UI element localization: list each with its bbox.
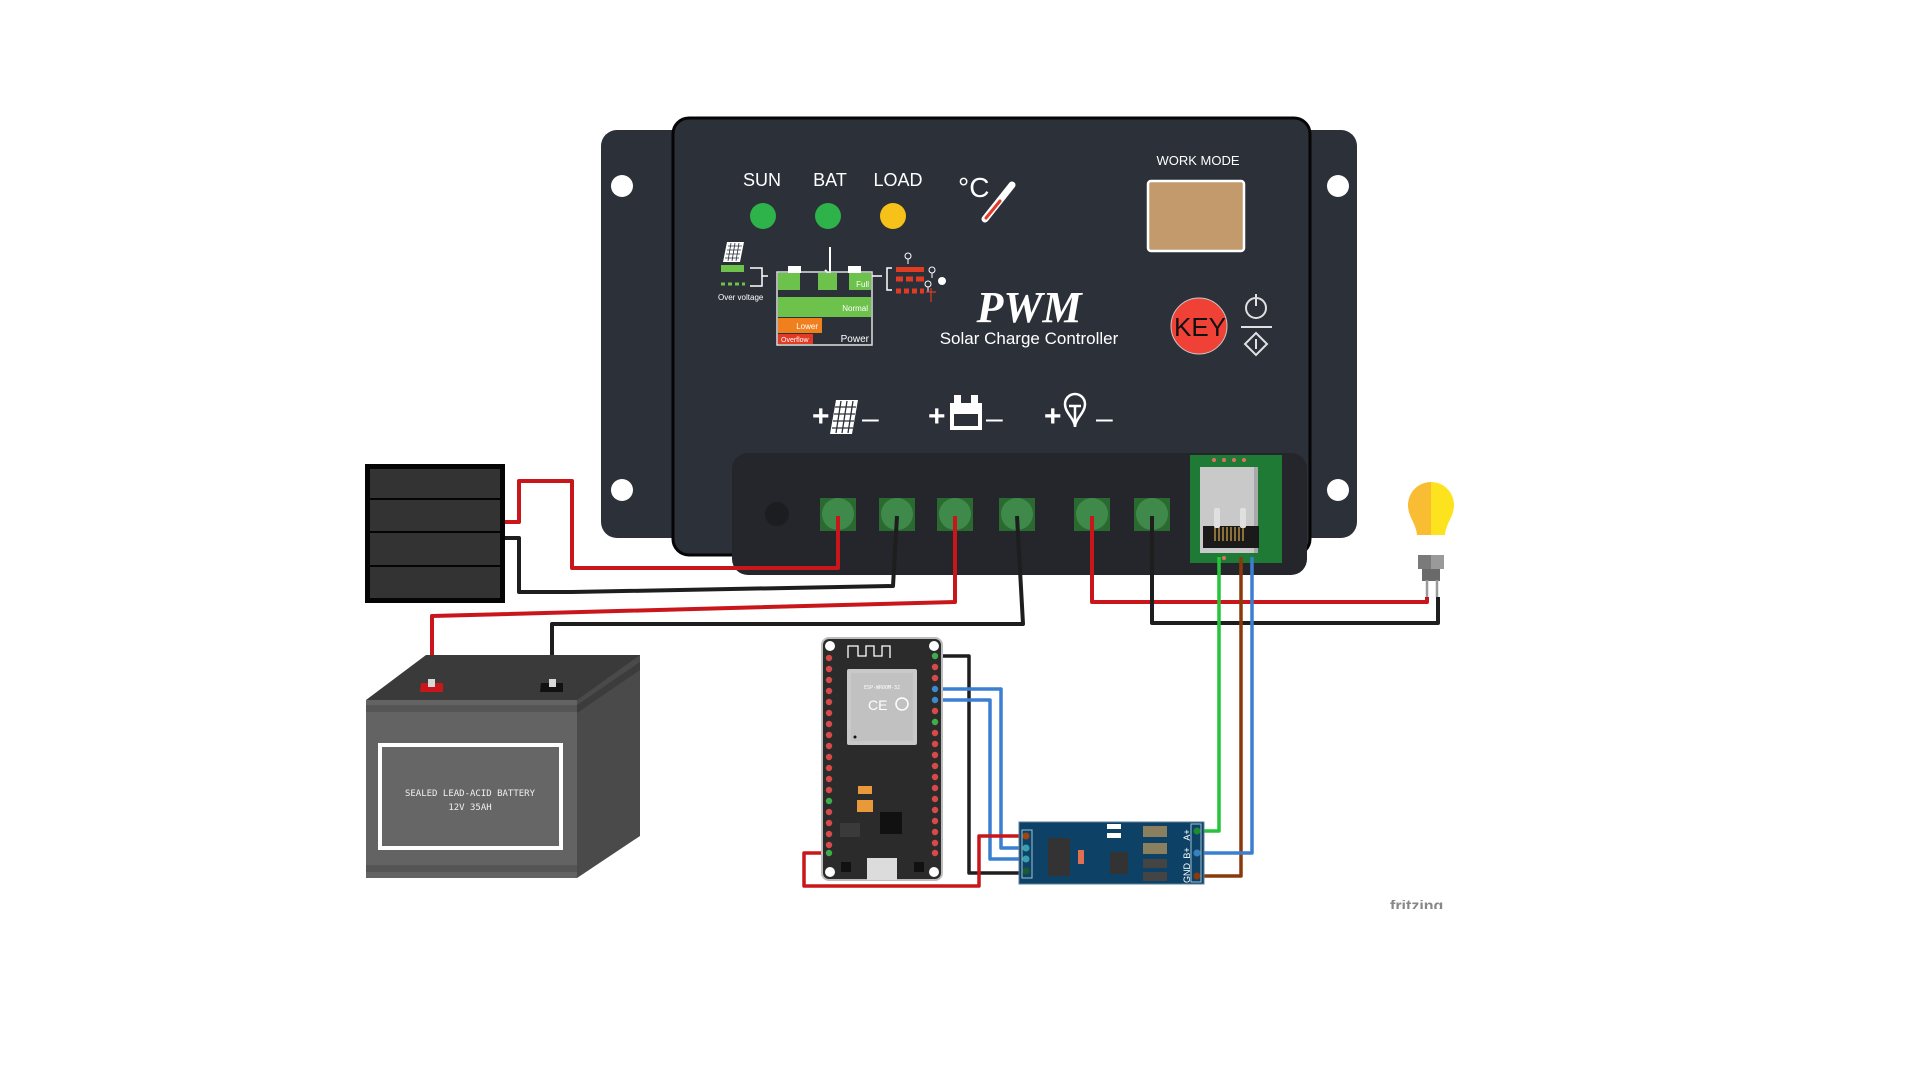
rs485-label-a: A+: [1182, 829, 1192, 840]
boot-button[interactable]: [914, 862, 924, 872]
battery-label-line2: 12V 35AH: [448, 803, 491, 813]
controller-subtitle: Solar Charge Controller: [940, 329, 1119, 348]
temperature-unit: °C: [958, 172, 989, 203]
wires: [430, 479, 1440, 888]
work-mode-display: [1146, 179, 1246, 253]
level-full: Full: [856, 280, 869, 289]
battery-terminal-symbol: + –: [928, 395, 1003, 435]
mount-hole-bottom-left: [611, 479, 633, 501]
indicator-label-sun: SUN: [743, 170, 781, 190]
rs485-right-pins: [1193, 827, 1201, 880]
svg-text:+: +: [928, 400, 946, 433]
load-led: [880, 203, 906, 229]
battery-level-diagram: Over voltage Full Normal Lower Overflow …: [718, 242, 946, 346]
wire-load-negative: [1150, 516, 1440, 625]
solar-mini-icon: [723, 242, 744, 262]
level-overflow: Overflow: [781, 337, 810, 344]
controller-title: PWM: [975, 283, 1083, 332]
bulb-mini-icons: [904, 252, 936, 292]
battery-positive-terminal: [420, 683, 443, 692]
load-terminal-symbol: + –: [1044, 392, 1113, 435]
wire-load-positive: [1090, 516, 1429, 604]
rj45-port[interactable]: [1190, 455, 1282, 563]
rs485-module: A+ B+ GND: [1018, 821, 1205, 885]
work-mode-label: WORK MODE: [1156, 153, 1239, 168]
over-voltage-label: Over voltage: [718, 293, 764, 302]
battery-label-line1: SEALED LEAD-ACID BATTERY: [405, 789, 536, 799]
indicator-label-load: LOAD: [873, 170, 922, 190]
charge-controller: SUN BAT LOAD °C Over voltage: [601, 116, 1357, 575]
esp32-left-pins: [825, 654, 833, 857]
svg-text:–: –: [1096, 402, 1113, 435]
wire-esp-gnd: [935, 654, 1022, 875]
bulb-icon: [1063, 392, 1087, 428]
rs485-left-pins: [1022, 832, 1030, 875]
wire-esp-rx: [935, 698, 1022, 861]
battery-negative-terminal: [540, 683, 563, 692]
screw-terminals: [820, 498, 1170, 531]
mount-hole-top-left: [611, 175, 633, 197]
esp32-right-pins: [931, 652, 939, 857]
mount-hole-bottom-right: [1327, 479, 1349, 501]
mount-hole-top-right: [1327, 175, 1349, 197]
terminal-block-screw-hole: [765, 502, 789, 526]
power-toggle-icon: [1241, 294, 1272, 357]
lead-acid-battery: SEALED LEAD-ACID BATTERY 12V 35AH: [366, 655, 640, 878]
rs485-label-gnd: GND: [1182, 863, 1192, 884]
rs485-label-b: B+: [1182, 847, 1192, 858]
solar-terminal-symbol: + –: [812, 400, 879, 435]
wire-solar-negative: [505, 515, 899, 594]
wire-battery-positive: [430, 516, 957, 690]
indicator-label-bat: BAT: [813, 170, 847, 190]
wire-rs485-gnd: [1197, 557, 1243, 878]
sun-led: [750, 203, 776, 229]
thermometer-icon: [981, 181, 1016, 223]
level-power: Power: [841, 334, 870, 345]
solar-panel: [365, 464, 505, 603]
esp32-board: ESP-WROOM-32 CE: [821, 637, 943, 881]
svg-text:–: –: [986, 402, 1003, 435]
antenna-trace: [847, 645, 891, 658]
rst-button[interactable]: [841, 862, 851, 872]
key-button[interactable]: KEY: [1170, 297, 1228, 355]
svg-text:+: +: [1044, 400, 1062, 433]
svg-text:+: +: [812, 400, 830, 433]
level-lower: Lower: [796, 322, 818, 331]
usb-port[interactable]: [867, 858, 897, 880]
esp-module-label: ESP-WROOM-32: [864, 685, 900, 691]
light-bulb: [1408, 482, 1454, 597]
key-button-label: KEY: [1174, 312, 1226, 342]
svg-text:CE: CE: [868, 697, 887, 713]
wire-rs485-a: [1197, 557, 1221, 833]
wire-esp-tx: [935, 687, 1022, 850]
level-normal: Normal: [842, 304, 868, 313]
wire-rs485-b: [1197, 557, 1254, 855]
wire-solar-positive: [505, 479, 840, 570]
svg-text:–: –: [862, 402, 879, 435]
fritzing-watermark: fritzing: [1390, 898, 1443, 915]
bat-led: [815, 203, 841, 229]
wire-esp-vcc: [802, 834, 1022, 888]
